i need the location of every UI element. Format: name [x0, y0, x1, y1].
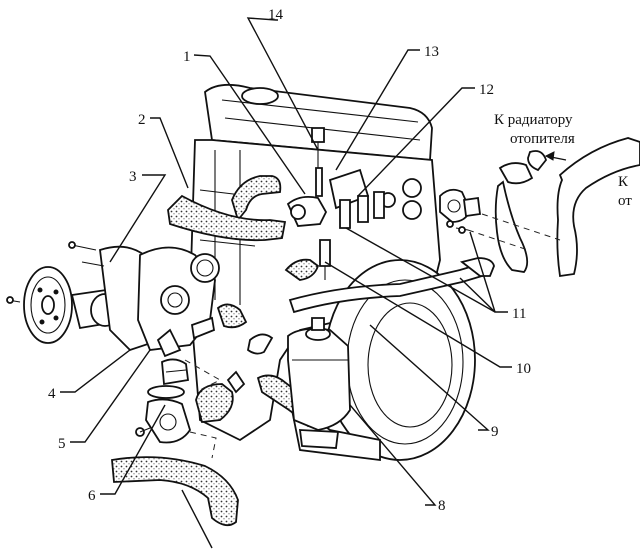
hose-destination-labels: К радиатору отопителя К от [494, 112, 632, 209]
heater-outlet-flange [439, 188, 482, 234]
callout-2: 2 [138, 112, 146, 128]
callout-12: 12 [479, 82, 494, 98]
flow-arrow-icon [544, 151, 567, 161]
callout-5: 5 [58, 436, 66, 452]
leader-lines [60, 17, 512, 549]
coolant-hoses [111, 137, 640, 527]
water-pump-assembly [6, 241, 220, 358]
label-heater-radiator-line2: отопителя [510, 131, 575, 147]
callout-8: 8 [438, 498, 446, 514]
callout-10: 10 [516, 361, 531, 377]
label-cut-right-line2: от [618, 193, 632, 209]
callout-6: 6 [88, 488, 96, 504]
callout-13: 13 [424, 44, 439, 60]
callout-9: 9 [491, 424, 499, 440]
thermostat-assembly [135, 358, 191, 444]
assembly-guide-lines [184, 213, 561, 459]
label-cut-right-line1: К [618, 174, 629, 190]
callout-11: 11 [512, 306, 526, 322]
callout-4: 4 [48, 386, 56, 402]
coolant-outlet-block [286, 127, 385, 280]
callout-1: 1 [183, 49, 191, 65]
label-heater-radiator-line1: К радиатору [494, 112, 573, 128]
expansion-tank [287, 317, 351, 449]
callout-numbers: 1 2 3 4 5 6 8 9 10 11 12 13 14 [48, 7, 531, 514]
callout-14: 14 [268, 7, 284, 23]
callout-3: 3 [129, 169, 137, 185]
